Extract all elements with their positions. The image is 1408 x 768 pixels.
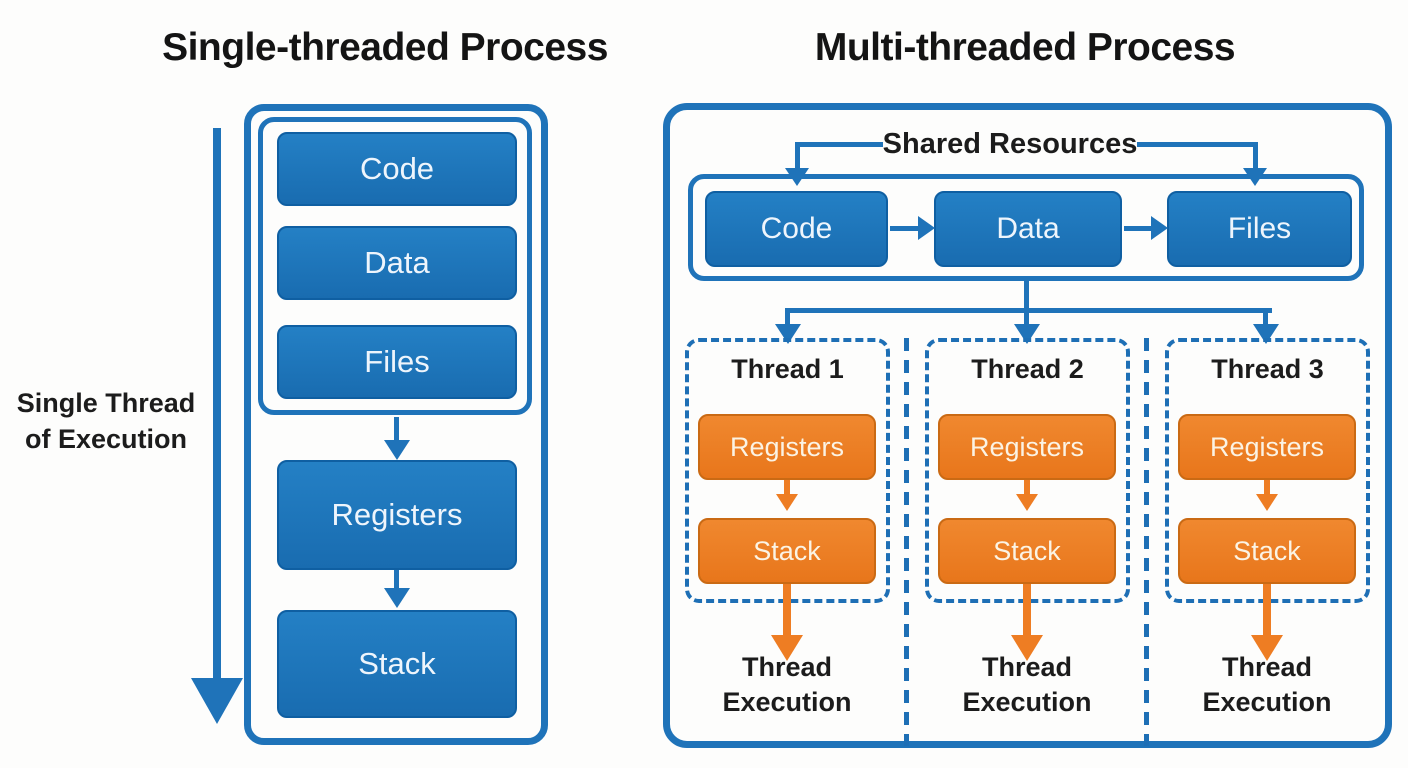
- multi-code-box: Code: [705, 191, 888, 267]
- multi-process-frame: [663, 103, 1392, 748]
- thread3-execution-arrow-head-icon: [1251, 635, 1283, 661]
- single-thread-execution-arrow-head-icon: [191, 678, 243, 724]
- thread3-label: Thread 3: [1211, 354, 1324, 384]
- single-arrow-to-stack-head-icon: [384, 588, 410, 608]
- thread3-registers-box: Registers: [1178, 414, 1356, 480]
- single-thread-execution-label-line1: Single Thread: [16, 388, 196, 418]
- multi-files-label: Files: [1227, 212, 1292, 245]
- single-thread-execution-label: Single Thread of Execution: [0, 386, 212, 458]
- thread2-execution-line2: Execution: [962, 687, 1092, 718]
- thread3-execution-line2: Execution: [1202, 687, 1332, 718]
- code-to-data-arrow-head-icon: [918, 216, 935, 240]
- single-files-label: Files: [364, 344, 430, 379]
- single-arrow-to-registers-head-icon: [384, 440, 410, 460]
- thread3-registers-label: Registers: [1209, 431, 1325, 462]
- data-to-files-arrow-head-icon: [1151, 216, 1168, 240]
- thread1-column: Thread 1 Registers Stack Thread Executio…: [667, 338, 907, 763]
- thread2-column: Thread 2 Registers Stack Thread Executio…: [907, 338, 1147, 763]
- single-thread-execution-arrow-shaft: [213, 128, 221, 680]
- single-threaded-title: Single-threaded Process: [162, 26, 608, 69]
- single-stack-label: Stack: [358, 646, 436, 681]
- single-registers-label: Registers: [331, 497, 463, 532]
- thread2-registers-to-stack-shaft: [1024, 480, 1030, 494]
- thread1-stack-label: Stack: [753, 535, 821, 566]
- thread3-execution-line1: Thread: [1221, 652, 1313, 682]
- single-data-box: Data: [277, 226, 517, 300]
- thread1-registers-box: Registers: [698, 414, 876, 480]
- thread2-label: Thread 2: [971, 354, 1084, 384]
- shared-resources-right-connector-h: [1137, 142, 1258, 147]
- thread3-execution-label: Thread Execution: [1157, 650, 1377, 720]
- shared-resources-label: Shared Resources: [882, 128, 1138, 160]
- single-arrow-to-registers-shaft: [394, 417, 399, 440]
- thread3-stack-label: Stack: [1233, 535, 1301, 566]
- thread1-stack-box: Stack: [698, 518, 876, 584]
- thread3-stack-box: Stack: [1178, 518, 1356, 584]
- code-to-data-arrow-shaft: [890, 226, 918, 231]
- shared-resources-right-connector-v: [1253, 142, 1258, 170]
- single-files-box: Files: [277, 325, 517, 399]
- thread1-execution-arrow-shaft: [783, 584, 791, 636]
- thread-divider-2: [1144, 338, 1149, 746]
- multi-files-box: Files: [1167, 191, 1352, 267]
- shared-resources-left-connector-v: [795, 142, 800, 170]
- thread1-registers-to-stack-head-icon: [776, 494, 798, 511]
- thread2-stack-label: Stack: [993, 535, 1061, 566]
- thread1-execution-line1: Thread: [741, 652, 833, 682]
- shared-resources-frame: [688, 174, 1364, 281]
- multi-threaded-title: Multi-threaded Process: [814, 26, 1236, 69]
- thread1-execution-line2: Execution: [722, 687, 852, 718]
- thread1-branch-stem: [785, 311, 790, 325]
- multi-data-label: Data: [996, 212, 1060, 245]
- thread2-execution-label: Thread Execution: [917, 650, 1137, 720]
- thread-divider-1: [904, 338, 909, 746]
- thread2-execution-arrow-shaft: [1023, 584, 1031, 636]
- thread1-execution-label: Thread Execution: [677, 650, 897, 720]
- thread3-execution-arrow-shaft: [1263, 584, 1271, 636]
- thread1-registers-label: Registers: [729, 431, 845, 462]
- thread2-execution-line1: Thread: [981, 652, 1073, 682]
- data-to-files-arrow-shaft: [1124, 226, 1151, 231]
- threads-branch-line: [785, 308, 1272, 313]
- thread1-execution-arrow-head-icon: [771, 635, 803, 661]
- single-code-label: Code: [359, 151, 435, 186]
- thread1-label: Thread 1: [731, 354, 844, 384]
- multi-code-label: Code: [760, 212, 833, 245]
- thread2-branch-stem: [1024, 311, 1029, 325]
- thread3-registers-to-stack-head-icon: [1256, 494, 1278, 511]
- thread2-registers-box: Registers: [938, 414, 1116, 480]
- multi-data-box: Data: [934, 191, 1122, 267]
- single-code-box: Code: [277, 132, 517, 206]
- thread2-stack-box: Stack: [938, 518, 1116, 584]
- thread3-branch-stem: [1263, 311, 1268, 325]
- thread3-registers-to-stack-shaft: [1264, 480, 1270, 494]
- single-thread-execution-label-line2: of Execution: [24, 423, 187, 454]
- single-data-label: Data: [364, 245, 430, 280]
- thread2-execution-arrow-head-icon: [1011, 635, 1043, 661]
- shared-resources-left-connector-h: [795, 142, 883, 147]
- single-stack-box: Stack: [277, 610, 517, 718]
- thread3-column: Thread 3 Registers Stack Thread Executio…: [1147, 338, 1387, 763]
- thread2-registers-label: Registers: [969, 431, 1085, 462]
- single-arrow-to-stack-shaft: [394, 570, 399, 588]
- thread2-registers-to-stack-head-icon: [1016, 494, 1038, 511]
- shared-to-threads-stem: [1024, 281, 1029, 310]
- thread1-registers-to-stack-shaft: [784, 480, 790, 494]
- single-process-resources-frame: [258, 117, 532, 415]
- single-registers-box: Registers: [277, 460, 517, 570]
- single-process-frame: [244, 104, 548, 745]
